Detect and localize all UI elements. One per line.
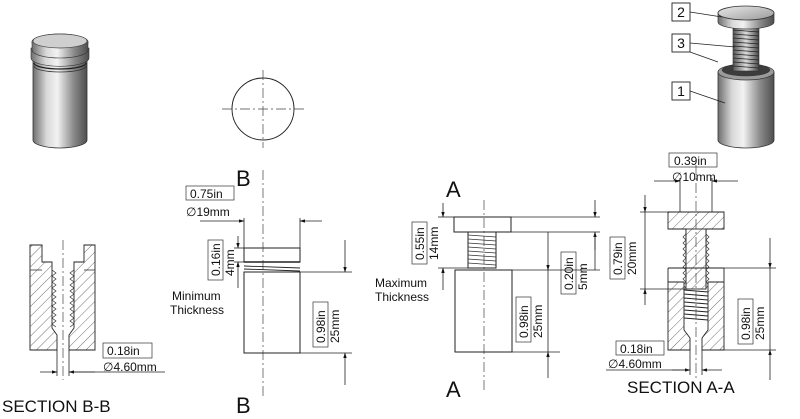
cut-label-a-bottom: A — [446, 377, 461, 402]
aa-cap-height-mm: 20mm — [625, 242, 639, 275]
fv-min-thickness-1: Minimum — [172, 289, 221, 303]
ev-max-thickness-2: Thickness — [375, 290, 429, 304]
aa-cap-height-in: 0.79in — [611, 242, 625, 275]
aa-hole-dia-mm: ∅4.60mm — [608, 357, 662, 371]
callout-2: 2 — [677, 4, 685, 20]
callout-1: 1 — [677, 83, 685, 99]
fv-cap-height-in: 0.16in — [209, 243, 223, 276]
section-aa: 0.39in ∅10mm 0.79in 20mm 0.98in 25mm 0. — [606, 152, 776, 397]
fv-cap-dia-in: 0.75in — [190, 187, 223, 201]
aa-cap-dia-mm: ∅10mm — [672, 170, 716, 184]
section-aa-title: SECTION A-A — [627, 378, 735, 397]
cut-label-a-top: A — [446, 177, 461, 202]
cut-label-b-top: B — [236, 166, 251, 191]
aa-hole-dia-in: 0.18in — [620, 342, 653, 356]
ev-gap-in: 0.20in — [562, 257, 576, 290]
section-bb-title: SECTION B-B — [2, 397, 111, 416]
exploded-view-standoff: A A 0.55in 14mm Maximum Thickness — [375, 177, 600, 402]
top-view-circle — [222, 70, 304, 148]
fv-cap-height-mm: 4mm — [223, 249, 237, 276]
ev-stud-len-in: 0.55in — [413, 227, 427, 260]
fv-min-thickness-2: Thickness — [170, 303, 224, 317]
iso-exploded-standoff: 2 3 1 — [671, 2, 775, 149]
bb-hole-dia-mm: ∅4.60mm — [103, 360, 157, 374]
iso-assembled-standoff — [30, 33, 90, 149]
fv-barrel-height-mm: 25mm — [328, 310, 342, 343]
ev-gap-mm: 5mm — [576, 263, 590, 290]
aa-cap-dia-in: 0.39in — [674, 154, 707, 168]
fv-barrel-height-in: 0.98in — [314, 310, 328, 343]
aa-barrel-height-in: 0.98in — [739, 307, 753, 340]
callout-3: 3 — [677, 35, 685, 51]
cut-label-b-bottom: B — [236, 393, 251, 418]
bb-hole-dia-in: 0.18in — [107, 344, 140, 358]
ev-max-thickness-1: Maximum — [375, 276, 427, 290]
ev-stud-len-mm: 14mm — [427, 227, 441, 260]
section-bb: 0.18in ∅4.60mm SECTION B-B — [2, 240, 165, 416]
aa-barrel-height-mm: 25mm — [753, 307, 767, 340]
ev-barrel-height-mm: 25mm — [531, 305, 545, 338]
front-view-standoff: B B 0.75in ∅19mm 0.16in 4mm Minimum Thic… — [170, 166, 352, 418]
ev-barrel-height-in: 0.98in — [517, 305, 531, 338]
fv-cap-dia-mm: ∅19mm — [186, 205, 230, 219]
